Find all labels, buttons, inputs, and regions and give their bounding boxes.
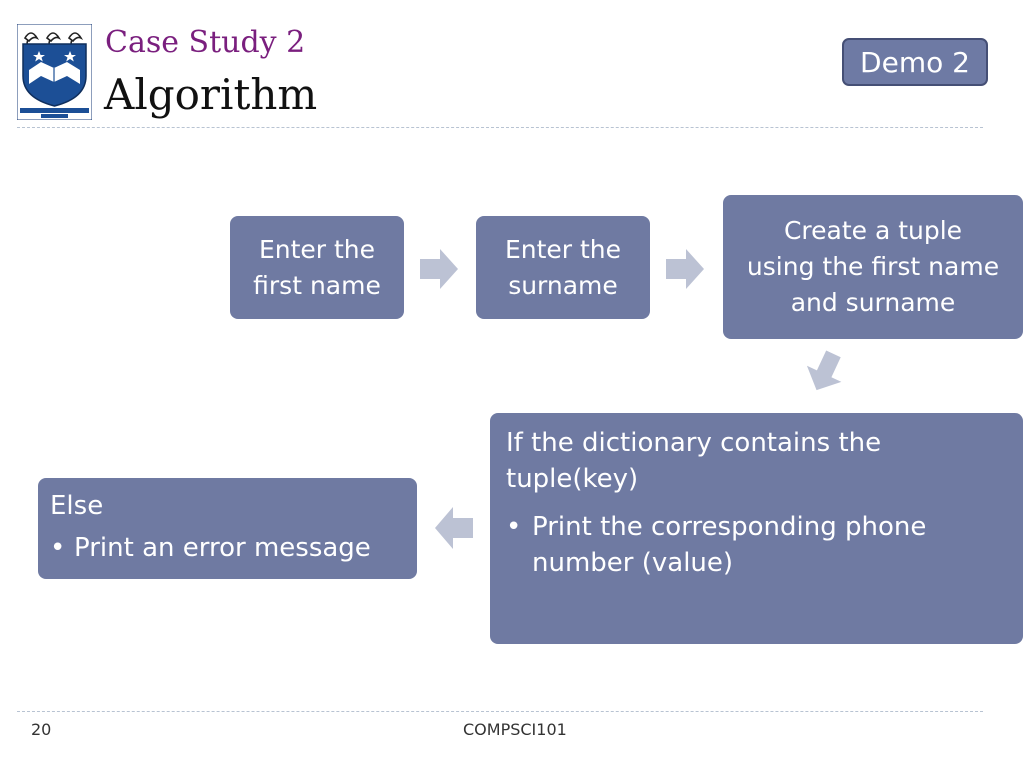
footer-divider bbox=[17, 711, 983, 712]
step-text-line: surname bbox=[508, 270, 618, 300]
demo-button[interactable]: Demo 2 bbox=[842, 38, 988, 86]
course-code: COMPSCI101 bbox=[463, 720, 567, 739]
page-title: Algorithm bbox=[104, 70, 318, 119]
section-title: Case Study 2 bbox=[105, 25, 306, 60]
step-text-line: using the first name bbox=[746, 252, 1000, 281]
arrow-left-icon bbox=[435, 507, 473, 549]
arrow-down-icon bbox=[803, 350, 847, 394]
bullet-text-line: Print the corresponding phone bbox=[532, 512, 927, 542]
step-if-dictionary-contains: If the dictionary contains the tuple(key… bbox=[490, 413, 1023, 644]
bullet-icon: • bbox=[50, 533, 66, 563]
bullet-text-line: number (value) bbox=[532, 548, 734, 578]
bullet-item: • Print the corresponding phone number (… bbox=[506, 509, 1007, 581]
step-enter-first-name: Enter the first name bbox=[230, 216, 404, 319]
arrow-right-icon bbox=[420, 249, 458, 289]
step-text-line: and surname bbox=[790, 288, 956, 317]
bullet-icon: • bbox=[506, 512, 522, 542]
step-text-line: Enter the bbox=[258, 234, 376, 264]
condition-line: If the dictionary contains the bbox=[506, 428, 882, 458]
bullet-text: Print the corresponding phone number (va… bbox=[532, 509, 926, 581]
page-number: 20 bbox=[31, 720, 52, 739]
header-divider bbox=[17, 127, 983, 128]
step-text-line: first name bbox=[253, 270, 381, 300]
step-text-line: Enter the bbox=[504, 234, 622, 264]
step-text-line: Create a tuple bbox=[783, 216, 963, 245]
arrow-right-icon bbox=[666, 249, 704, 289]
step-else: Else • Print an error message bbox=[38, 478, 417, 579]
else-heading: Else bbox=[50, 491, 104, 521]
university-crest-icon bbox=[16, 23, 93, 121]
bullet-item: • Print an error message bbox=[50, 530, 405, 566]
step-create-tuple: Create a tuple using the first name and … bbox=[723, 195, 1023, 339]
bullet-text: Print an error message bbox=[74, 533, 371, 563]
condition-line: tuple(key) bbox=[506, 464, 639, 494]
step-enter-surname: Enter the surname bbox=[476, 216, 650, 319]
